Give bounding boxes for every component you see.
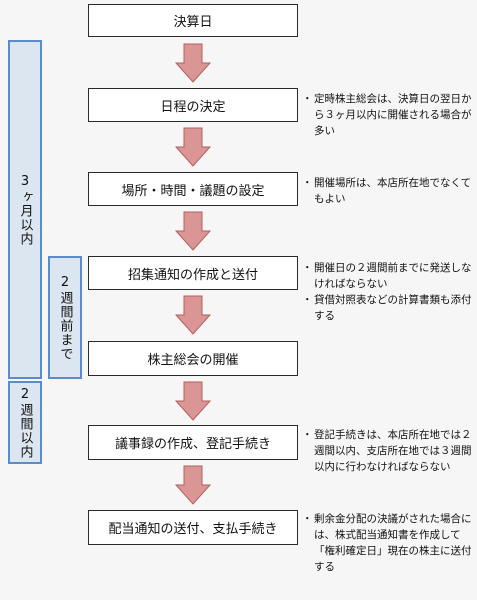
note-notice: 開催日の２週間前までに発送しなければならない 貸借対照表などの計算書類も添付する: [302, 260, 472, 324]
step-closing-date: 決算日: [88, 4, 298, 37]
down-arrow-icon: [175, 381, 211, 421]
note-schedule-item: 定時株主総会は、決算日の翌日から３ヶ月以内に開催される場合が多い: [302, 91, 472, 139]
down-arrow-icon: [175, 43, 211, 83]
note-notice-item: 開催日の２週間前までに発送しなければならない: [302, 260, 472, 292]
note-dividend: 剰余金分配の決議がされた場合には、株式配当通知書を作成して「権利確定日」現在の株…: [302, 511, 472, 575]
down-arrow-icon: [175, 211, 211, 251]
note-dividend-item: 剰余金分配の決議がされた場合には、株式配当通知書を作成して「権利確定日」現在の株…: [302, 511, 472, 575]
note-schedule: 定時株主総会は、決算日の翌日から３ヶ月以内に開催される場合が多い: [302, 91, 472, 139]
note-notice-item: 貸借対照表などの計算書類も添付する: [302, 292, 472, 324]
step-notice-label: 招集通知の作成と送付: [127, 267, 258, 283]
step-closing-date-label: 決算日: [173, 15, 213, 30]
period-two-weeks-within: 2週間以内: [8, 381, 42, 464]
note-registration-item: 登記手続きは、本店所在地では２週間以内、支店所在地では３週間以内に行わなければな…: [302, 427, 472, 475]
note-venue-item: 開催場所は、本店所在地でなくてもよい: [302, 175, 472, 207]
period-three-months-label: 3ヶ月以内: [17, 173, 33, 246]
period-two-weeks-before: 2週間前まで: [48, 256, 82, 379]
step-venue: 場所・時間・議題の設定: [88, 172, 298, 206]
period-two-weeks-within-label: 2週間以内: [17, 386, 33, 459]
step-schedule: 日程の決定: [88, 88, 298, 122]
step-meeting: 株主総会の開催: [88, 341, 298, 376]
step-dividend-label: 配当通知の送付、支払手続き: [108, 522, 278, 537]
step-minutes-label: 議事録の作成、登記手続き: [114, 437, 271, 452]
step-notice: 招集通知の作成と送付: [88, 256, 298, 290]
step-dividend: 配当通知の送付、支払手続き: [88, 510, 298, 545]
note-venue: 開催場所は、本店所在地でなくてもよい: [302, 175, 472, 207]
down-arrow-icon: [175, 465, 211, 505]
period-three-months: 3ヶ月以内: [8, 40, 42, 379]
step-minutes: 議事録の作成、登記手続き: [88, 425, 298, 460]
step-meeting-label: 株主総会の開催: [147, 353, 239, 368]
down-arrow-icon: [175, 295, 211, 335]
period-two-weeks-before-label: 2週間前まで: [57, 274, 73, 361]
down-arrow-icon: [175, 127, 211, 167]
step-venue-label: 場所・時間・議題の設定: [121, 183, 265, 199]
note-registration: 登記手続きは、本店所在地では２週間以内、支店所在地では３週間以内に行わなければな…: [302, 427, 472, 475]
step-schedule-label: 日程の決定: [160, 99, 226, 115]
